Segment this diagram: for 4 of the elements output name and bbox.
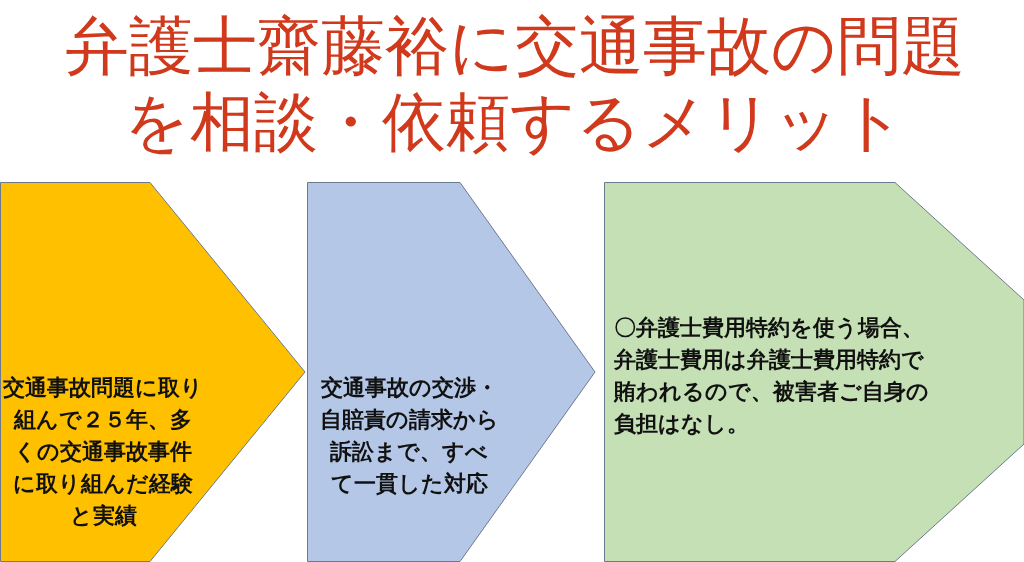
- arrow-text: 〇弁護士費用特約を使う場合、弁護士費用は弁護士費用特約で賄われるので、被害者ご自身の負担はなし。: [614, 314, 930, 438]
- arrow-text: 交通事故問題に取り組んで２５年、多くの交通事故事件に取り組んだ経験と実績: [3, 374, 203, 530]
- title: 弁護士齋藤裕に交通事故の問題を相談・依頼するメリット: [64, 8, 966, 160]
- arrow-text: 交通事故の交渉・自賠責の請求から訴訟まで、すべて一貫した対応: [319, 374, 499, 498]
